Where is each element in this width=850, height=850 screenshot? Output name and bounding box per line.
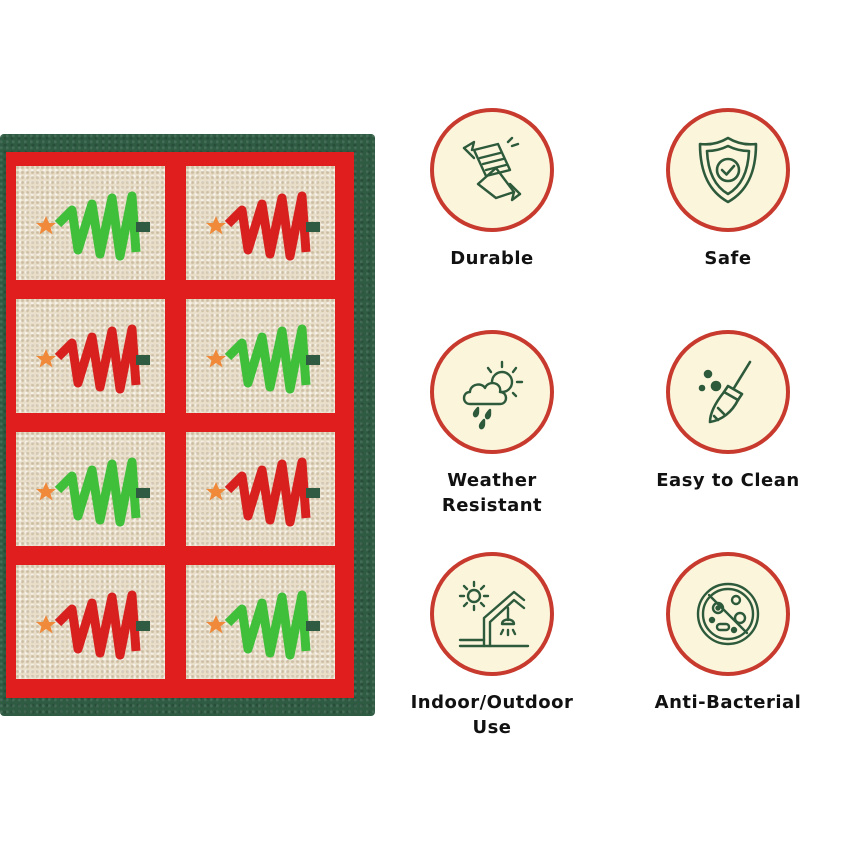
weather-icon [462,360,524,430]
mat-tile [16,299,165,413]
star-icon [206,615,226,634]
feature-label: Weather Resistant [441,470,543,516]
doormat-image [0,134,375,716]
christmas-tree-icon [36,191,150,261]
christmas-tree-icon [206,457,320,527]
star-icon [206,482,226,501]
tree-zigzag [224,191,311,261]
mat-tile [186,432,335,546]
tree-trunk [136,355,150,365]
mat-tile [16,432,165,546]
feature-durable: Durable [407,108,577,271]
christmas-tree-icon [36,324,150,394]
star-icon [206,216,226,235]
feature-durable-circle [430,108,554,232]
mat-tile [186,299,335,413]
broom-icon [698,360,752,424]
feature-label: Easy to Clean [656,470,800,491]
feature-label: Anti-Bacterial [654,692,802,713]
doormat-grid [6,152,354,698]
feature-weather-resistant: Weather Resistant [407,330,577,518]
feature-weather-circle [430,330,554,454]
tree-zigzag [224,457,311,527]
star-icon [36,349,56,368]
mat-tile [186,166,335,280]
christmas-tree-icon [36,590,150,660]
shield-check-icon [698,136,758,204]
feature-anti-bacterial: Anti-Bacterial [643,552,813,715]
mat-tile [186,565,335,679]
no-bacteria-icon [696,582,760,646]
mat-tile [16,166,165,280]
tree-zigzag [54,191,141,261]
tree-trunk [306,621,320,631]
durable-icon [462,136,522,202]
tree-trunk [306,222,320,232]
tree-trunk [136,621,150,631]
feature-clean-circle [666,330,790,454]
indoor-outdoor-icon [458,580,530,648]
mat-tile [16,565,165,679]
tree-zigzag [224,590,311,660]
feature-indoor-outdoor-circle [430,552,554,676]
star-icon [36,482,56,501]
star-icon [36,615,56,634]
feature-indoor-outdoor: Indoor/Outdoor Use [407,552,577,740]
feature-label: Indoor/Outdoor Use [410,692,574,738]
feature-anti-bacterial-circle [666,552,790,676]
tree-trunk [136,488,150,498]
tree-trunk [306,488,320,498]
feature-safe-circle [666,108,790,232]
feature-easy-to-clean: Easy to Clean [643,330,813,493]
feature-label: Durable [450,248,534,269]
christmas-tree-icon [206,191,320,261]
tree-zigzag [54,324,141,394]
tree-trunk [136,222,150,232]
tree-zigzag [54,590,141,660]
tree-zigzag [224,324,311,394]
christmas-tree-icon [206,324,320,394]
star-icon [206,349,226,368]
feature-label: Safe [704,248,752,269]
feature-safe: Safe [643,108,813,271]
christmas-tree-icon [36,457,150,527]
tree-trunk [306,355,320,365]
christmas-tree-icon [206,590,320,660]
star-icon [36,216,56,235]
tree-zigzag [54,457,141,527]
